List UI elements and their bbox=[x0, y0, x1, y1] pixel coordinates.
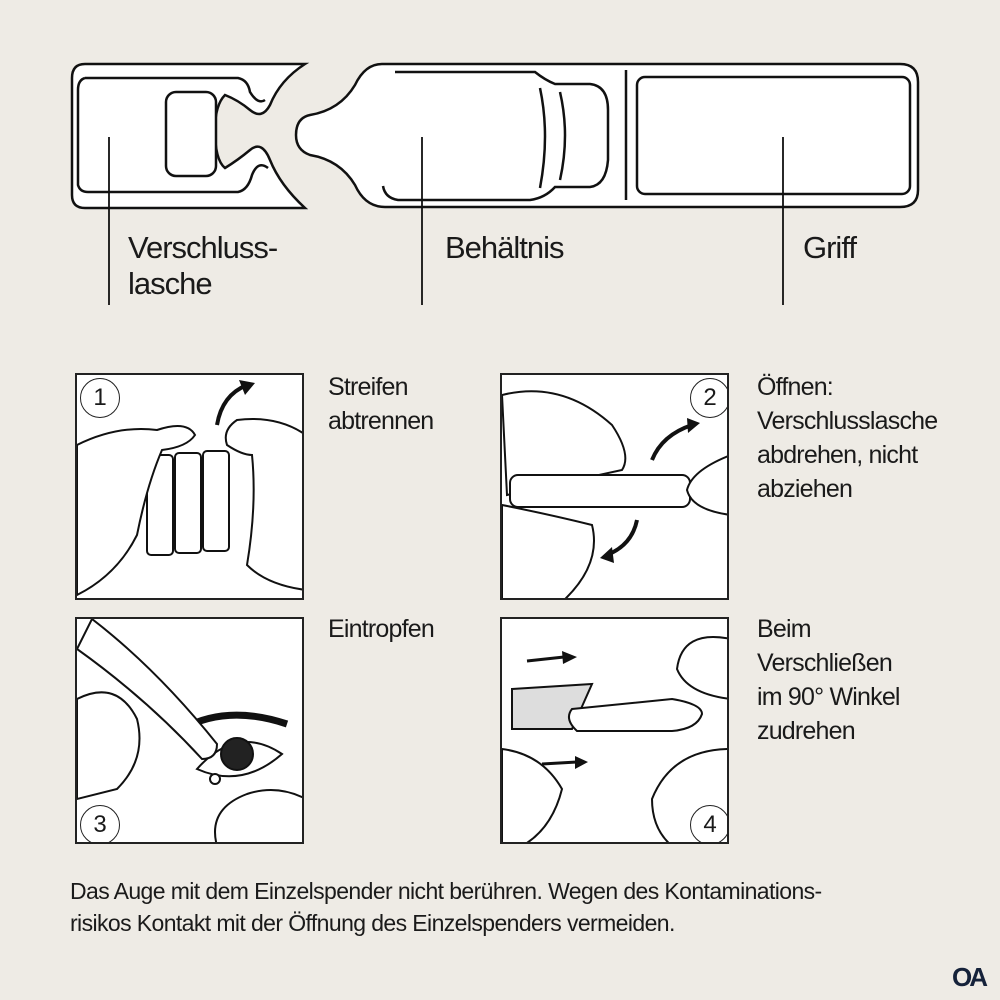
warning-text: Das Auge mit dem Einzelspender nicht ber… bbox=[70, 875, 822, 939]
brand-logo: OA bbox=[952, 962, 988, 992]
hands-separating-strip-icon bbox=[77, 380, 302, 597]
warning-line-2: risikos Kontakt mit der Öffnung des Einz… bbox=[70, 910, 675, 936]
ampoule-diagram bbox=[70, 62, 920, 305]
step-1-number: 1 bbox=[80, 378, 120, 418]
warning-line-1: Das Auge mit dem Einzelspender nicht ber… bbox=[70, 878, 822, 904]
step-3-number: 3 bbox=[80, 805, 120, 842]
label-handle: Griff bbox=[803, 230, 857, 265]
label-cap-line2: lasche bbox=[128, 266, 213, 301]
step-2-number: 2 bbox=[690, 378, 727, 418]
step-4-number: 4 bbox=[690, 805, 727, 842]
label-cap-line1: Verschluss- bbox=[128, 230, 278, 265]
step-1-illustration: 1 bbox=[75, 373, 304, 600]
label-container: Behältnis bbox=[445, 230, 565, 265]
hands-twisting-cap-icon bbox=[502, 390, 727, 598]
step-4-text: Beim Verschließen im 90° Winkel zudrehen bbox=[757, 615, 901, 745]
step-1-text: Streifen abtrennen bbox=[328, 373, 434, 435]
eye-drop-application-icon bbox=[77, 619, 302, 842]
step-2-text: Öffnen: Verschlusslasche abdrehen, nicht… bbox=[757, 373, 938, 503]
step-3-text: Eintropfen bbox=[328, 615, 435, 643]
step-3-illustration: 3 bbox=[75, 617, 304, 844]
step-2-illustration: 2 bbox=[500, 373, 729, 600]
label-cap: Verschluss- lasche bbox=[128, 230, 278, 302]
step-4-illustration: 4 bbox=[500, 617, 729, 844]
